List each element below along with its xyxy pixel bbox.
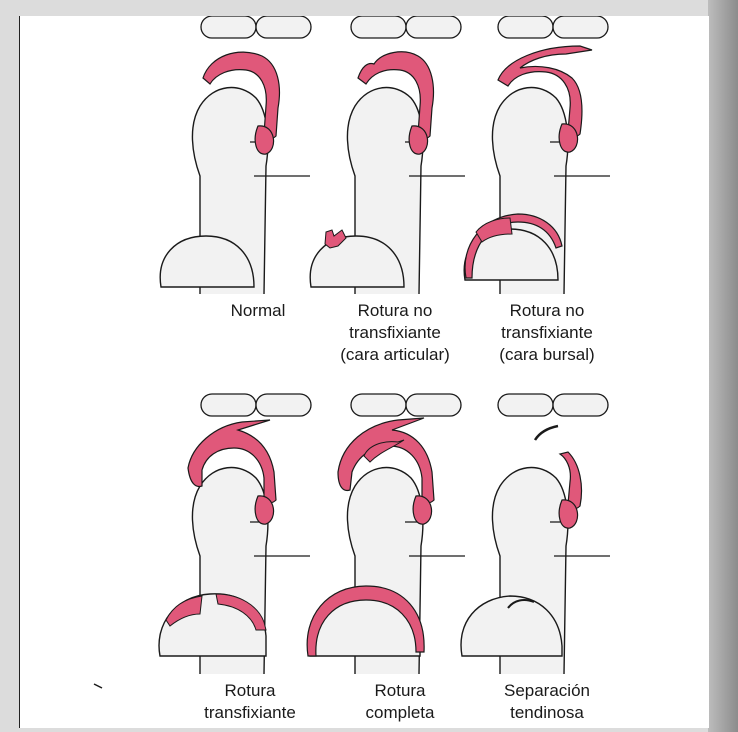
label-partial-bursal: Rotura no transfixiante (cara bursal) <box>472 300 622 366</box>
label-line: (cara articular) <box>320 344 470 366</box>
label-partial-articular: Rotura no transfixiante (cara articular) <box>320 300 470 366</box>
label-line: Rotura no <box>320 300 470 322</box>
label-full-thickness: Rotura transfixiante <box>180 680 320 724</box>
label-line: transfixiante <box>180 702 320 724</box>
label-line: completa <box>330 702 470 724</box>
label-line: transfixiante <box>320 322 470 344</box>
label-line: Rotura <box>330 680 470 702</box>
label-line: transfixiante <box>472 322 622 344</box>
figure-panel: Normal Rotura no transfixiante (cara art… <box>19 16 709 728</box>
label-normal: Normal <box>198 300 318 322</box>
shoulder-diagram <box>20 16 709 728</box>
label-line: Rotura <box>180 680 320 702</box>
label-complete: Rotura completa <box>330 680 470 724</box>
stray-mark <box>94 684 102 688</box>
label-line: Rotura no <box>472 300 622 322</box>
label-line: tendinosa <box>472 702 622 724</box>
page-edge-shadow <box>708 0 738 732</box>
label-separation: Separación tendinosa <box>472 680 622 724</box>
label-line: Separación <box>472 680 622 702</box>
label-line: (cara bursal) <box>472 344 622 366</box>
